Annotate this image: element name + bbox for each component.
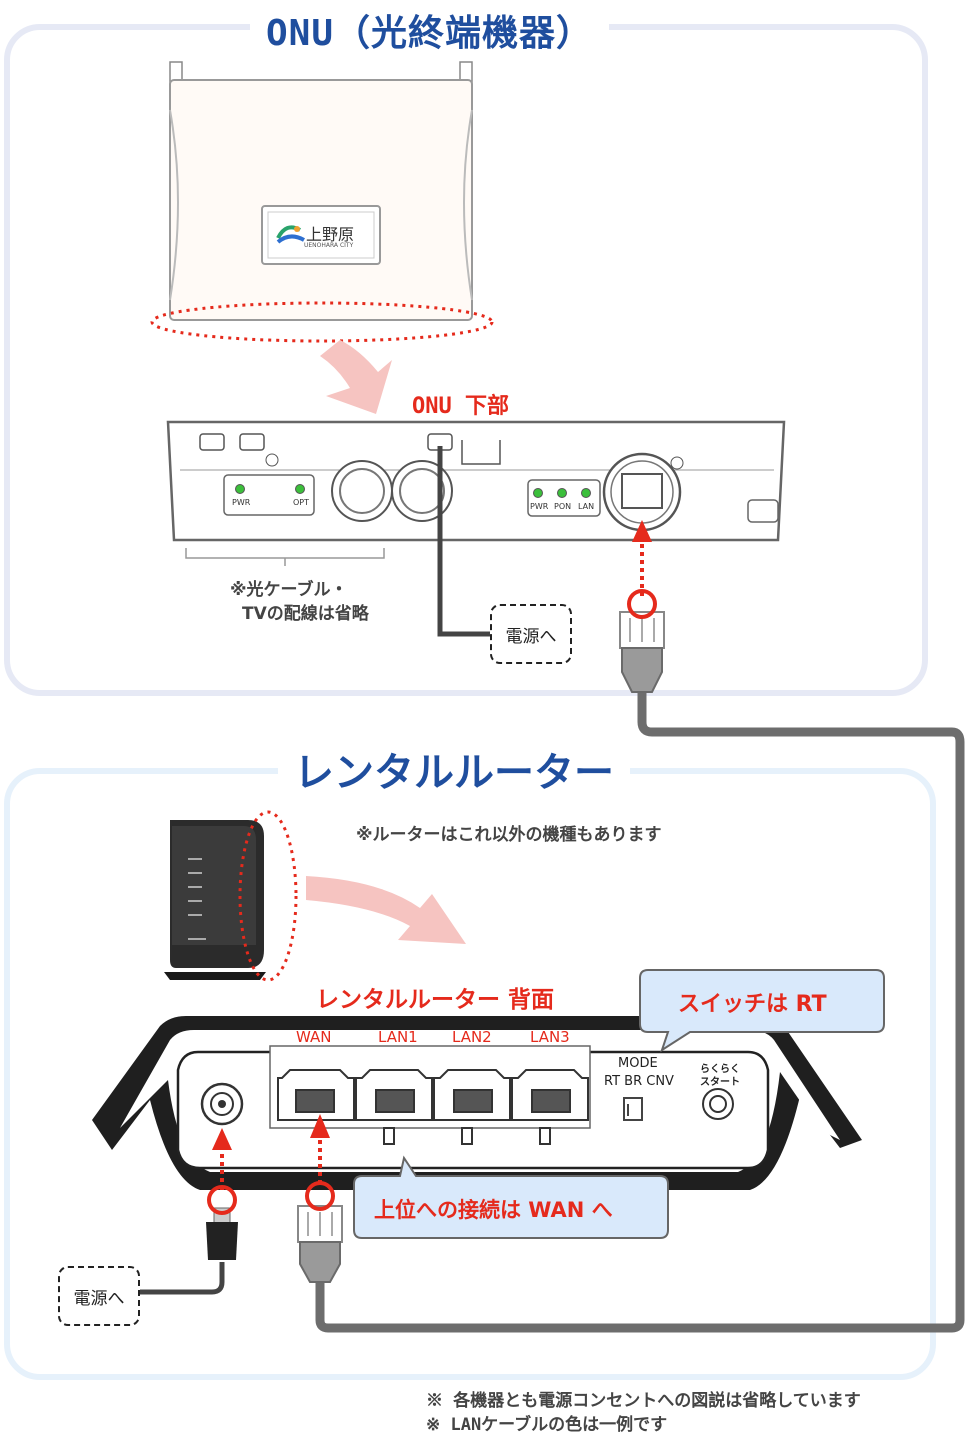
uenohara-logo-icon bbox=[276, 225, 305, 244]
omit-note-line1: ※光ケーブル・ bbox=[230, 580, 348, 600]
switch-callout-bubble bbox=[639, 969, 885, 1053]
router-back-illustration bbox=[92, 1016, 862, 1190]
logo-subtext: UENOHARA CITY bbox=[304, 242, 354, 249]
led-label-opt: OPT bbox=[293, 498, 310, 507]
led-label-pwr-2: PWR bbox=[530, 502, 549, 511]
easy-start-line2: スタート bbox=[700, 1077, 740, 1088]
connection-marker bbox=[627, 589, 657, 619]
onu-power-label: 電源へ bbox=[490, 604, 572, 664]
port-label-lan3: LAN3 bbox=[530, 1028, 570, 1046]
easy-start-line1: らくらく bbox=[700, 1064, 740, 1075]
port-label-lan1: LAN1 bbox=[378, 1028, 418, 1046]
onu-bottom-illustration bbox=[166, 420, 786, 542]
wan-callout-bubble bbox=[353, 1155, 669, 1239]
onu-power-cable bbox=[437, 446, 492, 637]
router-front-illustration bbox=[164, 820, 266, 980]
footer-note-1: ※ 各機器とも電源コンセントへの図説は省略しています bbox=[426, 1391, 861, 1411]
omit-bracket bbox=[185, 548, 385, 559]
router-model-note: ※ルーターはこれ以外の機種もあります bbox=[356, 825, 662, 845]
mode-options: RT BR CNV bbox=[604, 1074, 674, 1089]
led-label-pwr: PWR bbox=[232, 498, 251, 507]
power-plug-icon bbox=[206, 1207, 238, 1260]
pink-arrow bbox=[320, 340, 392, 414]
lan-plug-router-icon bbox=[297, 1205, 343, 1283]
led-label-pon: PON bbox=[554, 502, 572, 511]
pink-arrow-router bbox=[306, 876, 466, 944]
highlight-ellipse-router bbox=[238, 810, 298, 982]
connection-marker-power bbox=[207, 1185, 237, 1215]
mode-label: MODE bbox=[618, 1056, 658, 1071]
led-label-lan: LAN bbox=[578, 502, 595, 511]
omit-note-line2: TVの配線は省略 bbox=[242, 604, 369, 624]
logo-text: 上野原 bbox=[306, 225, 355, 244]
connection-marker-wan bbox=[305, 1181, 335, 1211]
footer-note-2: ※ LANケーブルの色は一例です bbox=[426, 1415, 668, 1435]
onu-section-title: ONU（光終端機器） bbox=[250, 4, 610, 56]
port-label-lan2: LAN2 bbox=[452, 1028, 492, 1046]
router-section-title: レンタルルーター bbox=[278, 740, 630, 798]
port-label-wan: WAN bbox=[296, 1028, 332, 1046]
router-back-label: レンタルルーター 背面 bbox=[316, 987, 555, 1013]
wan-callout-text: 上位への接続は WAN へ bbox=[374, 1198, 613, 1222]
router-power-cable bbox=[138, 1262, 225, 1295]
lan-cable bbox=[315, 690, 965, 1333]
switch-callout-text: スイッチは RT bbox=[678, 992, 827, 1017]
onu-front-illustration bbox=[169, 61, 473, 321]
router-power-label: 電源へ bbox=[58, 1266, 140, 1326]
lan-plug-onu-icon bbox=[619, 611, 665, 693]
onu-bottom-label: ONU 下部 bbox=[412, 394, 509, 419]
highlight-ellipse bbox=[150, 301, 494, 343]
